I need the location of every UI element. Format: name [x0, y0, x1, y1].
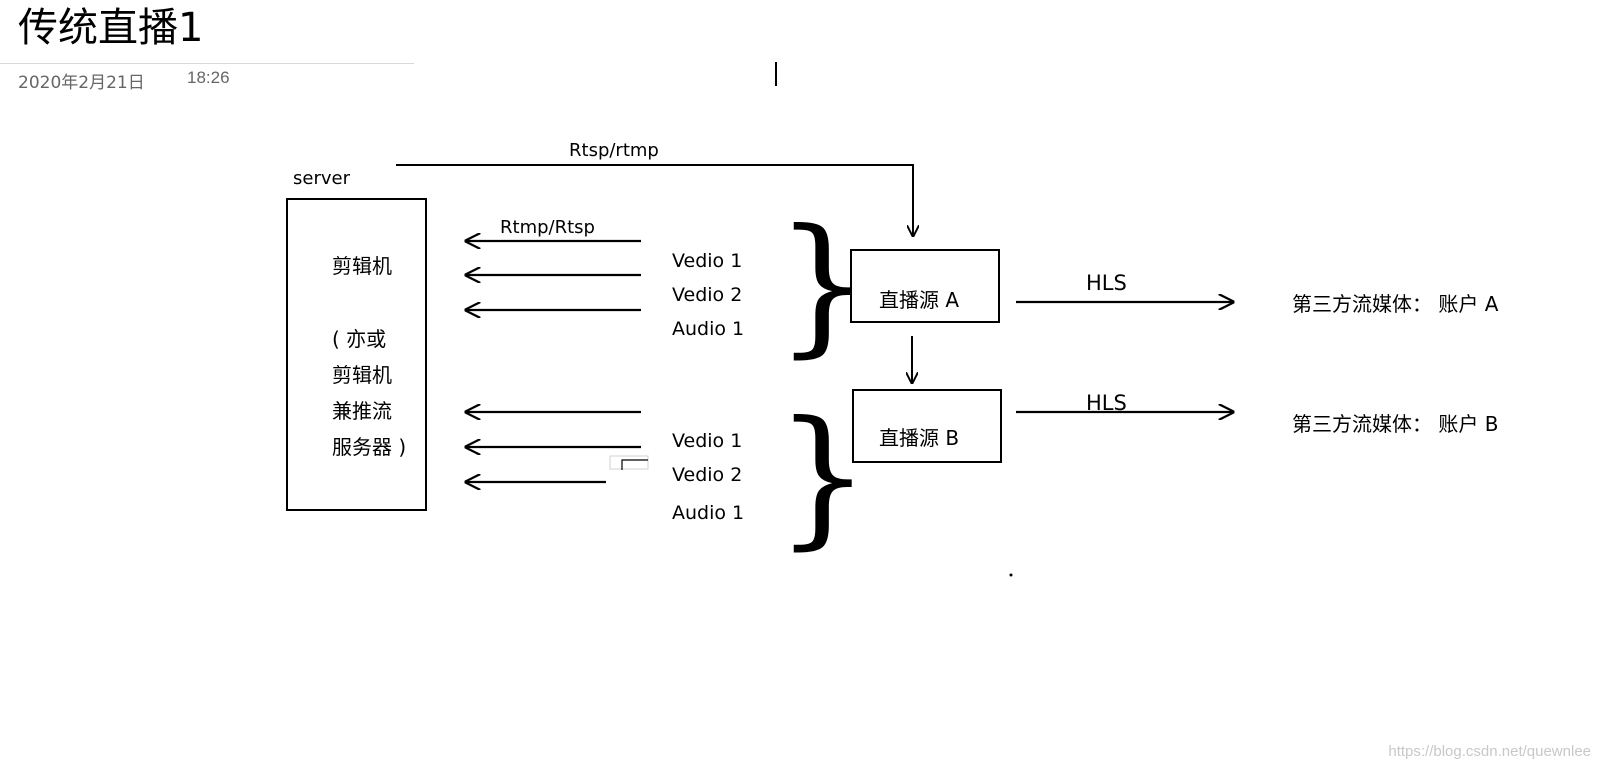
server-box-line-5: 服务器 ) [332, 435, 406, 459]
group-a-stream-1: Vedio 1 [672, 250, 742, 272]
dest-a-label: 第三方流媒体： 账户 A [1292, 292, 1499, 316]
dest-b-label: 第三方流媒体： 账户 B [1292, 412, 1498, 436]
hls-a-label: HLS [1086, 271, 1127, 295]
server-label: server [293, 168, 351, 189]
group-b-brace: } [775, 390, 870, 564]
server-box-line-1: 剪辑机 [332, 254, 392, 278]
server-box-line-4: 兼推流 [332, 399, 392, 423]
source-b-box [852, 389, 1002, 463]
selection-artifact [609, 455, 649, 470]
group-a-stream-2: Vedio 2 [672, 284, 742, 306]
title-divider [0, 63, 414, 64]
server-box-line-3: 剪辑机 [332, 363, 392, 387]
group-a-brace: } [775, 198, 870, 372]
page-time: 18:26 [187, 68, 230, 87]
group-b-stream-2: Vedio 2 [672, 464, 742, 486]
text-cursor [775, 62, 777, 86]
push-label: Rtmp/Rtsp [500, 217, 595, 238]
page-date: 2020年2月21日 [18, 73, 145, 93]
group-a-stream-3: Audio 1 [672, 318, 744, 340]
page-title: 传统直播1 [18, 5, 204, 51]
source-b-label: 直播源 B [879, 426, 959, 450]
server-box [286, 198, 427, 511]
source-a-label: 直播源 A [879, 288, 959, 312]
server-box-line-2: ( 亦或 [332, 327, 386, 351]
watermark: https://blog.csdn.net/quewnlee [1388, 743, 1591, 760]
source-a-box [850, 249, 1000, 323]
group-b-stream-1: Vedio 1 [672, 430, 742, 452]
top-link-arrow [396, 164, 913, 236]
top-link-label: Rtsp/rtmp [569, 140, 659, 161]
group-b-stream-3: Audio 1 [672, 502, 744, 524]
stray-dot [1009, 573, 1013, 577]
selection-artifact-corner [621, 459, 648, 470]
